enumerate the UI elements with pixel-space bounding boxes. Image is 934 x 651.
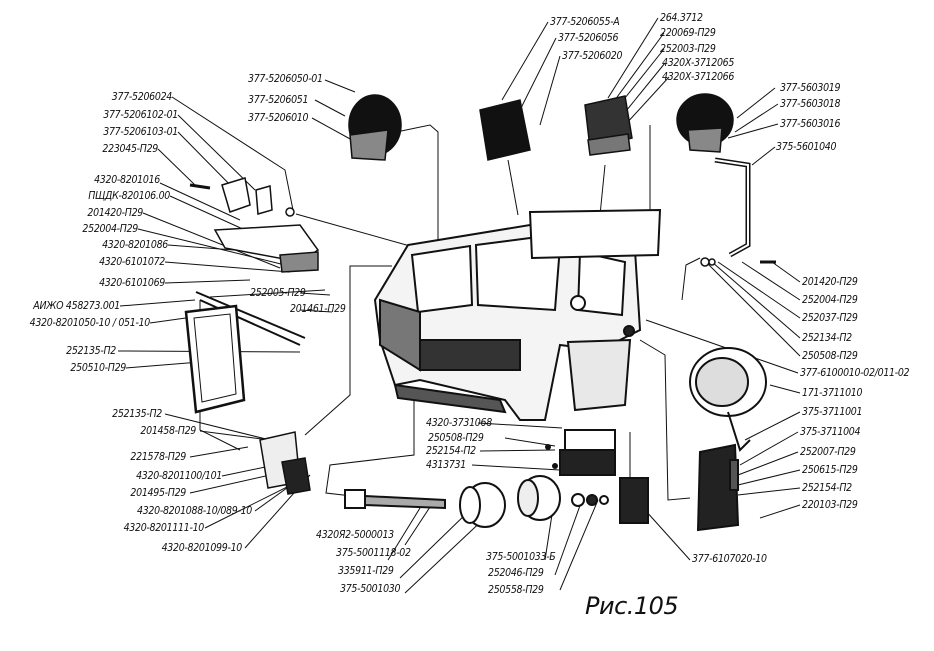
part-label: 375-5601040 [776, 141, 837, 153]
part-label: 201461-П29 [290, 303, 346, 315]
part-label: 252037-П29 [802, 312, 858, 324]
part-label: АИЖО 458273.001 [33, 300, 120, 312]
part-label: 377-5206024 [111, 91, 173, 103]
part-label: 201420-П29 [87, 207, 143, 219]
part-label: 264.3712 [660, 12, 703, 24]
part-label: 252135-П2 [66, 345, 116, 357]
part-label: 250508-П29 [802, 350, 858, 362]
part-label: 252046-П29 [488, 567, 544, 579]
part-label: 375-3711004 [800, 426, 861, 438]
part-label: 4320-8201100/101 [136, 470, 222, 482]
part-label: 223045-П29 [102, 143, 158, 155]
part-label: 252004-П29 [82, 223, 138, 235]
part-label: 250508-П29 [428, 432, 484, 444]
part-label: 171-3711010 [802, 387, 863, 399]
part-label: 252154-П2 [426, 445, 476, 457]
part-label: 252135-П2 [112, 408, 162, 420]
part-label: 377-5206102-01 [103, 109, 178, 121]
part-label: 252005-П29 [250, 287, 306, 299]
part-label: 252007-П29 [800, 446, 856, 458]
part-label: 252004-П29 [802, 294, 858, 306]
part-label: 375-5001030 [340, 583, 401, 595]
part-label: 375-5001118-02 [336, 547, 411, 559]
part-label: 377-5206056 [558, 32, 619, 44]
part-label: 375-5001033-Б [486, 551, 556, 563]
part-label: 4320-8201016 [94, 174, 160, 186]
part-label: 250615-П29 [802, 464, 858, 476]
part-label: 250510-П29 [70, 362, 126, 374]
part-label: 4320-8201111-10 [123, 522, 205, 534]
figure-caption: Рис.105 [585, 592, 679, 620]
part-label: 377-5603018 [780, 98, 841, 110]
part-label: 220103-П29 [802, 499, 858, 511]
part-label: 375-3711001 [802, 406, 863, 418]
part-label: 4320-8201086 [102, 239, 168, 251]
part-label: 4320-8201050-10 / 051-10 [29, 317, 151, 329]
part-label: 377-5206055-А [550, 16, 620, 28]
part-label: 377-5603016 [780, 118, 841, 130]
part-label: 201420-П29 [802, 276, 858, 288]
part-label: 221578-П29 [130, 451, 186, 463]
part-label: 4320-6101069 [99, 277, 165, 289]
part-label: 4320-6101072 [99, 256, 165, 268]
part-label: 4320-3731068 [426, 417, 492, 429]
part-label: 252154-П2 [802, 482, 852, 494]
part-label: 377-5206050-01 [248, 73, 323, 85]
part-label: 377-6100010-02/011-02 [800, 367, 910, 379]
part-label: 201458-П29 [140, 425, 196, 437]
part-label: 4320Я2-5000013 [316, 529, 394, 541]
part-label: 377-5206020 [562, 50, 623, 62]
part-label: 252003-П29 [660, 43, 716, 55]
part-label: 4320-8201088-10/089-10 [137, 505, 252, 517]
part-label: 377-5206010 [248, 112, 309, 124]
part-label: 4320Х-3712066 [662, 71, 735, 83]
part-label: ПЩДК-820106.00 [88, 190, 170, 202]
part-label: 335911-П29 [338, 565, 394, 577]
part-label: 4320Х-3712065 [662, 57, 735, 69]
part-label: 220069-П29 [660, 27, 716, 39]
part-label: 377-6107020-10 [692, 553, 767, 565]
part-label: 250558-П29 [488, 584, 544, 596]
part-label: 201495-П29 [130, 487, 186, 499]
part-label: 377-5206051 [248, 94, 309, 106]
part-label: 377-5603019 [780, 82, 841, 94]
part-label: 4320-8201099-10 [161, 542, 243, 554]
part-label: 4313731 [426, 459, 466, 471]
part-label: 252134-П2 [802, 332, 852, 344]
part-label: 377-5206103-01 [103, 126, 178, 138]
